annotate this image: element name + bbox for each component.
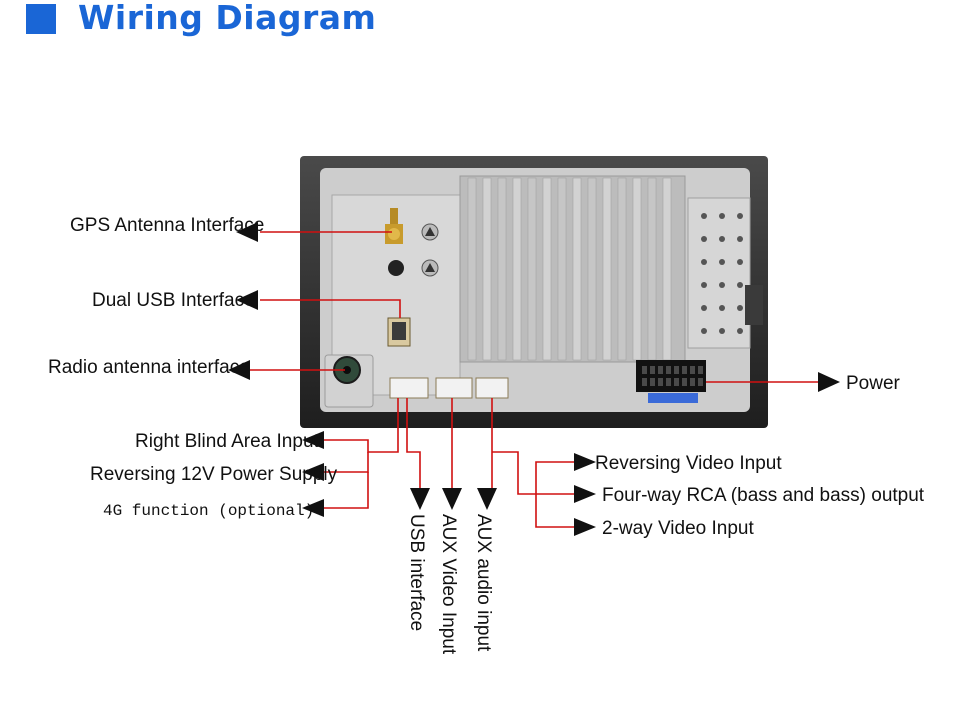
label-gps-antenna: GPS Antenna Interface (70, 215, 264, 236)
vent-hole (719, 236, 725, 242)
power-pin (650, 366, 655, 374)
heatsink (459, 175, 686, 363)
heatsink-fin (542, 177, 552, 361)
arrow-gps (236, 222, 258, 242)
heatsink-fin (557, 177, 567, 361)
arrow-usb (410, 488, 430, 510)
heatsink-fin (602, 177, 612, 361)
wire-usb (406, 398, 421, 490)
arrow-usb-dual (236, 290, 258, 310)
label-reversing-power: Reversing 12V Power Supply (90, 464, 338, 485)
arrow-4g (302, 499, 324, 517)
bottom-connectors (389, 377, 509, 399)
vent-hole (737, 328, 743, 334)
power-pin (642, 366, 647, 374)
heatsink-fin (587, 177, 597, 361)
power-pin (658, 366, 663, 374)
heatsink-fin (572, 177, 582, 361)
label-usb-interface: USB interface (406, 514, 427, 631)
label-power: Power (846, 373, 901, 394)
power-connector (636, 360, 706, 403)
arrow-aux-video (442, 488, 462, 510)
arrow-aux-audio (477, 488, 497, 510)
power-pin (698, 378, 703, 386)
label-reversing-video: Reversing Video Input (595, 453, 782, 474)
label-radio-antenna: Radio antenna interface (48, 357, 250, 378)
heatsink-fin (662, 177, 672, 361)
arrow-rev-power (302, 463, 324, 481)
heatsink-fin (617, 177, 627, 361)
page-title: Wiring Diagram (78, 0, 377, 37)
wire-rev-video (535, 461, 575, 494)
power-pin (666, 378, 671, 386)
wire-rca (492, 451, 575, 495)
header-accent-square (26, 4, 56, 34)
label-dual-usb: Dual USB Interface (92, 290, 255, 311)
heatsink-fin (467, 177, 477, 361)
vent-hole (701, 236, 707, 242)
power-pin (658, 378, 663, 386)
vent-hole (737, 213, 743, 219)
power-pin (674, 366, 679, 374)
heatsink-fin (512, 177, 522, 361)
power-pin (666, 366, 671, 374)
vent-hole (719, 328, 725, 334)
power-pin (650, 378, 655, 386)
vent-hole (737, 305, 743, 311)
vent-panel (687, 197, 751, 349)
power-pin (682, 378, 687, 386)
arrow-blind (302, 431, 324, 449)
vent-hole (719, 259, 725, 265)
power-pin (674, 378, 679, 386)
label-right-blind: Right Blind Area Input (135, 431, 320, 452)
arrow-power (818, 372, 840, 392)
vent-hole (737, 282, 743, 288)
vent-hole (701, 259, 707, 265)
label-aux-audio: AUX audio input (473, 514, 494, 652)
vent-hole (719, 305, 725, 311)
vent-hole (719, 213, 725, 219)
mount-hole (388, 260, 404, 276)
vent-hole (719, 282, 725, 288)
wire-video2 (535, 494, 575, 528)
vent-hole (701, 328, 707, 334)
heatsink-fin (527, 177, 537, 361)
heatsink-fin (497, 177, 507, 361)
power-pin (690, 378, 695, 386)
vent-hole (701, 305, 707, 311)
label-aux-video: AUX Video Input (438, 514, 459, 655)
head-unit (300, 156, 768, 428)
gps-connector (385, 208, 403, 244)
arrow-rca (574, 485, 596, 503)
heatsink-fin (632, 177, 642, 361)
wire-4g (320, 472, 369, 509)
arrow-radio (228, 360, 250, 380)
label-rca-output: Four-way RCA (bass and bass) output (602, 485, 925, 506)
heatsink-fin (647, 177, 657, 361)
vent-hole (701, 213, 707, 219)
label-2way-video: 2-way Video Input (602, 518, 754, 539)
power-pin (642, 378, 647, 386)
arrows (228, 222, 840, 536)
vent-hole (701, 282, 707, 288)
bezel-side-tab (745, 285, 763, 325)
arrow-rev-video (574, 453, 596, 471)
heatsink-fin (482, 177, 492, 361)
power-pin (690, 366, 695, 374)
vent-hole (737, 236, 743, 242)
vent-hole (737, 259, 743, 265)
wires (250, 231, 820, 528)
power-pin (698, 366, 703, 374)
power-pin (682, 366, 687, 374)
wire-usb-dual (260, 299, 401, 318)
label-4g-function: 4G function (optional) (103, 502, 314, 520)
arrow-video2 (574, 518, 596, 536)
